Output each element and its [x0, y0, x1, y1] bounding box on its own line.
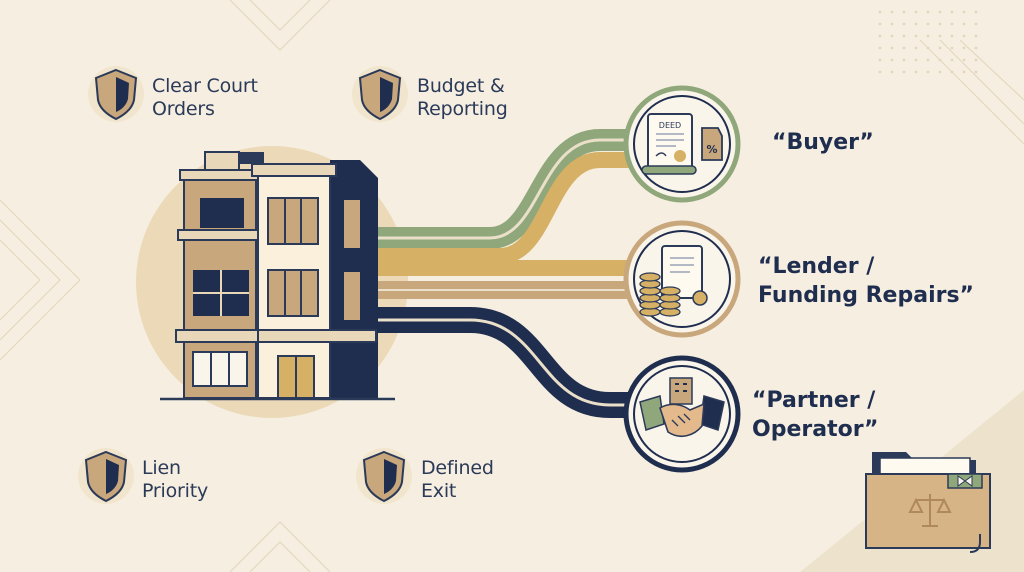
option-label-lender: “Lender / Funding Repairs” [758, 254, 975, 308]
protection-label-line2: Reporting [417, 98, 508, 120]
coins-icon [639, 272, 681, 317]
deed-icon: DEED [641, 113, 697, 175]
small-building-icon [669, 377, 693, 405]
contract-icon [661, 245, 708, 306]
shield-icon [352, 66, 408, 122]
protection-defined-exit: Defined Exit [421, 457, 494, 503]
protection-label-line1: Lien [142, 457, 181, 479]
protection-lien-priority: Lien Priority [142, 457, 208, 503]
shield-icon [356, 448, 412, 504]
option-circle-buyer: DEED % [623, 85, 741, 203]
option-label-partner: “Partner / Operator” [752, 388, 879, 442]
dot-pattern [878, 10, 978, 74]
shield-icon [78, 448, 134, 504]
option-circle-partner [623, 355, 741, 473]
scales-icon [908, 494, 952, 527]
building-illustration [160, 151, 395, 401]
shield-icon [88, 66, 144, 122]
option-circle-lender [623, 220, 741, 338]
protection-label-line2: Orders [152, 98, 215, 120]
legal-folder-icon [865, 452, 991, 553]
svg-text:%: % [706, 143, 717, 156]
protection-budget-reporting: Budget & Reporting [417, 75, 508, 121]
protection-clear-court-orders: Clear Court Orders [152, 75, 258, 121]
path-to-buyer-gold [372, 152, 640, 264]
handshake-icon [639, 395, 725, 438]
protection-label-line1: Defined [421, 457, 494, 479]
protection-label-line2: Exit [421, 480, 457, 502]
connector-paths [372, 129, 640, 418]
path-to-partner [372, 307, 640, 418]
deed-label: DEED [659, 121, 681, 130]
price-tag-icon: % [701, 127, 723, 161]
option-label-buyer: “Buyer” [772, 130, 874, 155]
protection-label-line2: Priority [142, 480, 209, 502]
protection-label-line1: Clear Court [152, 75, 258, 97]
protection-label-line1: Budget & [417, 75, 505, 97]
